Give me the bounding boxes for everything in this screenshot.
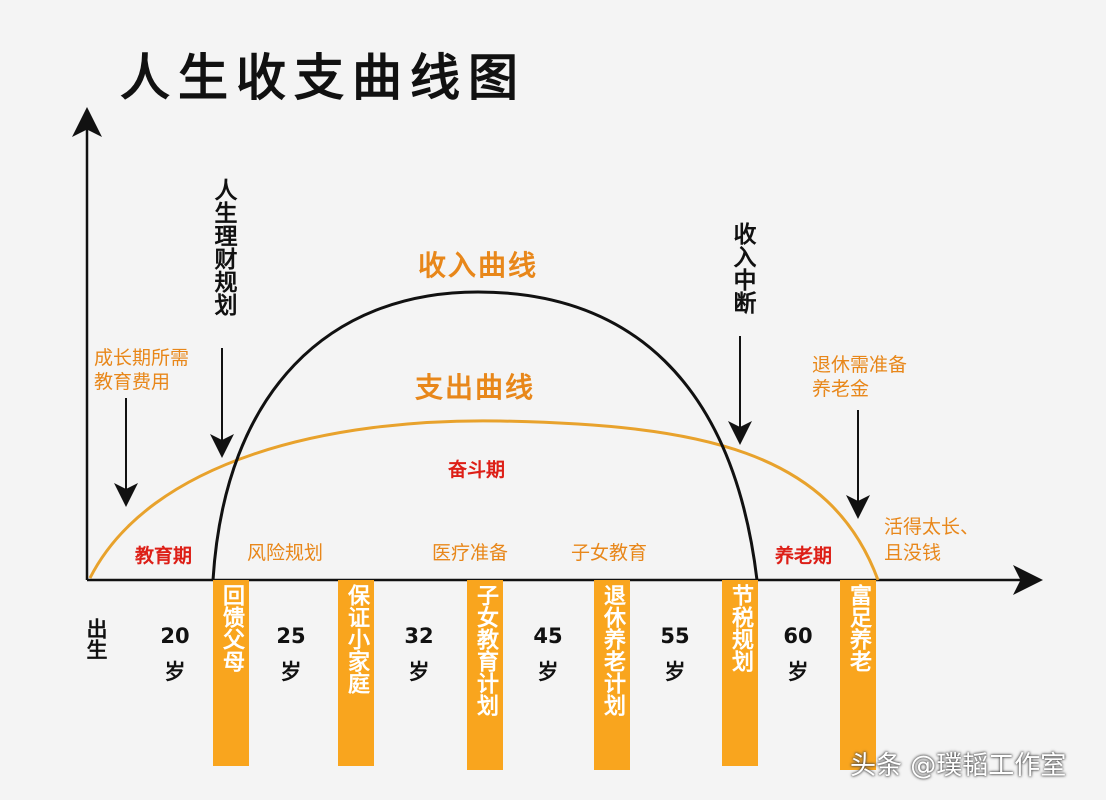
pillar-child-education-plan: 子女教育计划 xyxy=(467,580,503,770)
education-cost-line1: 成长期所需 xyxy=(94,347,190,369)
live-too-long-line1: 活得太长、 xyxy=(884,516,980,538)
retirement-prep-line2: 养老金 xyxy=(812,378,870,400)
age-25-suffix: 岁 xyxy=(280,660,302,684)
pillar-child-education-plan-text: 子女教育计划 xyxy=(473,584,498,716)
age-birth-text: 出生 xyxy=(84,618,108,660)
income-curve-label: 收入曲线 xyxy=(418,249,539,282)
pillar-retirement-plan: 退休养老计划 xyxy=(594,580,630,770)
income-curve xyxy=(211,290,759,581)
age-45-suffix: 岁 xyxy=(537,660,559,684)
retirement-prep-line1: 退休需准备 xyxy=(812,354,908,376)
age-32-value: 32 xyxy=(404,624,434,648)
child-education-label: 子女教育 xyxy=(571,542,648,564)
medical-prep-label: 医疗准备 xyxy=(432,542,509,564)
pillar-rich-retirement: 富足养老 xyxy=(840,580,876,770)
page-title: 人生收支曲线图 xyxy=(120,49,526,107)
age-20: 20 岁 xyxy=(155,618,195,690)
pillar-protect-family-text: 保证小家庭 xyxy=(344,584,369,694)
age-20-value: 20 xyxy=(160,624,190,648)
pillar-tax-plan: 节税规划 xyxy=(722,580,758,766)
age-birth: 出生 xyxy=(76,618,116,660)
pillar-rich-retirement-text: 富足养老 xyxy=(846,584,871,672)
age-55-value: 55 xyxy=(660,624,690,648)
age-55: 55 岁 xyxy=(655,618,695,690)
age-60-value: 60 xyxy=(783,624,813,648)
education-cost-note: 成长期所需 教育费用 xyxy=(94,346,189,394)
pillar-repay-parents-text: 回馈父母 xyxy=(219,584,244,672)
age-55-suffix: 岁 xyxy=(664,660,686,684)
age-45: 45 岁 xyxy=(528,618,568,690)
retirement-prep-note: 退休需准备 养老金 xyxy=(812,353,907,401)
income-interruption-note: 收入中断 xyxy=(726,222,756,314)
pillar-protect-family: 保证小家庭 xyxy=(338,580,374,766)
age-32: 32 岁 xyxy=(399,618,439,690)
age-20-suffix: 岁 xyxy=(164,660,186,684)
age-25-value: 25 xyxy=(276,624,306,648)
age-60: 60 岁 xyxy=(778,618,818,690)
age-60-suffix: 岁 xyxy=(787,660,809,684)
live-too-long-line2: 且没钱 xyxy=(884,542,942,564)
risk-planning-label: 风险规划 xyxy=(247,542,324,564)
stage-education: 教育期 xyxy=(135,545,193,567)
age-32-suffix: 岁 xyxy=(408,660,430,684)
watermark: 头条 @璞韬工作室 xyxy=(850,751,1067,781)
live-too-long-note: 活得太长、 且没钱 xyxy=(884,514,979,566)
stage-struggle: 奋斗期 xyxy=(448,459,506,481)
pillar-repay-parents: 回馈父母 xyxy=(213,580,249,766)
income-interruption-text: 收入中断 xyxy=(729,222,755,314)
expense-curve-label: 支出曲线 xyxy=(415,371,536,404)
financial-planning-note: 人生理财规划 xyxy=(207,178,237,316)
education-cost-line2: 教育费用 xyxy=(94,371,171,393)
expense-curve xyxy=(88,419,880,581)
pillar-tax-plan-text: 节税规划 xyxy=(728,584,753,672)
stage-retirement: 养老期 xyxy=(775,545,833,567)
age-45-value: 45 xyxy=(533,624,563,648)
age-25: 25 岁 xyxy=(271,618,311,690)
financial-planning-text: 人生理财规划 xyxy=(210,178,236,316)
pillar-retirement-plan-text: 退休养老计划 xyxy=(600,584,625,716)
